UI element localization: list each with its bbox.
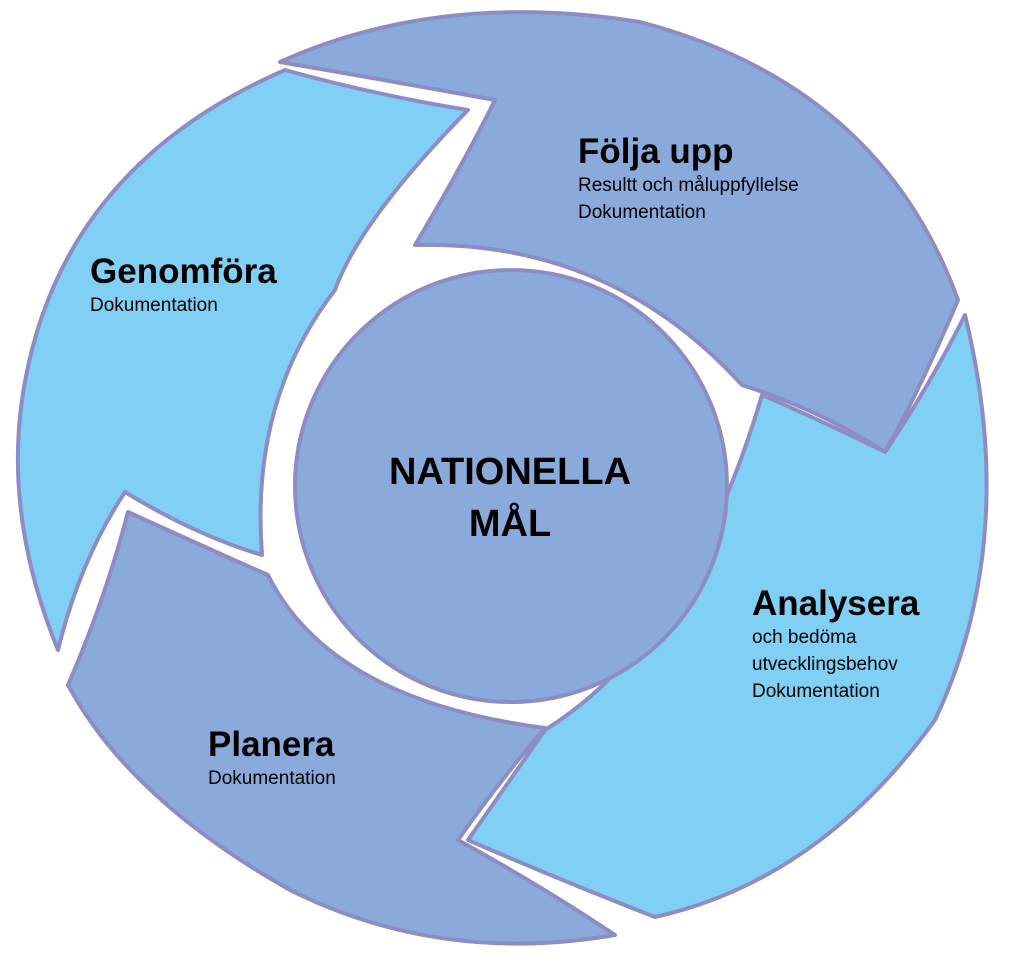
segment-analysera <box>466 313 989 919</box>
step-detail: och bedöma <box>752 627 857 648</box>
step-detail: utvecklingsbehov <box>752 654 898 675</box>
step-folja-upp: Följa upp Resultt och måluppfyllelse Dok… <box>578 132 799 226</box>
step-title: Följa upp <box>578 132 734 171</box>
step-genomfora: Genomföra Dokumentation <box>90 252 277 319</box>
center-label-line2: MÅL <box>468 503 552 545</box>
center-label-line1: NATIONELLA <box>388 451 632 493</box>
center-circle <box>293 268 729 704</box>
step-detail: Dokumentation <box>90 295 218 316</box>
segment-genomfora <box>15 68 470 652</box>
segment-planera <box>66 510 617 946</box>
step-detail: Resultt och måluppfyllelse <box>578 175 799 196</box>
step-title: Analysera <box>752 584 920 623</box>
step-detail: Dokumentation <box>752 681 880 702</box>
step-detail: Dokumentation <box>208 768 336 789</box>
segment-folja-upp <box>278 10 960 454</box>
step-detail: Dokumentation <box>578 202 706 223</box>
step-analysera: Analysera och bedöma utvecklingsbehov Do… <box>752 584 919 705</box>
center-label: NATIONELLA MÅL <box>330 446 690 550</box>
step-title: Genomföra <box>90 252 277 291</box>
step-planera: Planera Dokumentation <box>208 725 336 792</box>
step-title: Planera <box>208 725 335 764</box>
